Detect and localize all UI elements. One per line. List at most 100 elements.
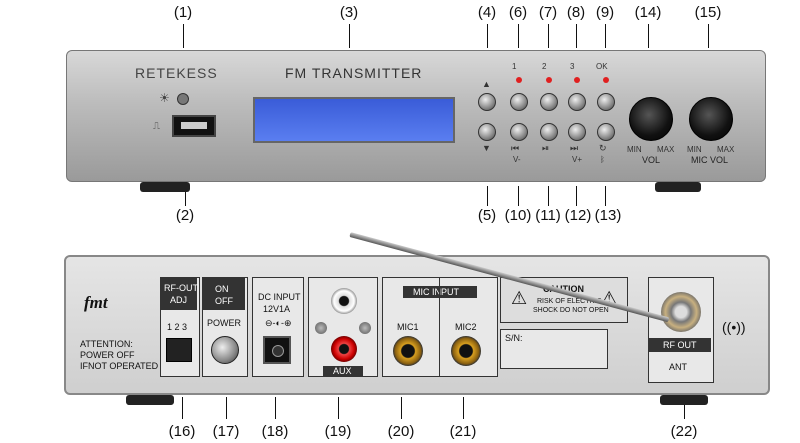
power-button[interactable] — [211, 336, 239, 364]
callout-1: (1) — [173, 4, 193, 21]
callout-12: (12) — [564, 207, 592, 224]
dc-input-label-1: DC INPUT — [258, 292, 301, 302]
volume-knob[interactable] — [629, 97, 673, 141]
mic-vol-label: MIC VOL — [691, 155, 729, 165]
attention-line-3: IFNOT OPERATED — [80, 361, 159, 371]
screw-icon — [315, 322, 327, 334]
antenna-connector[interactable] — [661, 292, 701, 332]
led-2 — [546, 77, 552, 83]
mic1-jack[interactable] — [393, 336, 423, 366]
sun-icon: ☀ — [159, 91, 170, 105]
mic1-label: MIC1 — [397, 322, 419, 332]
callout-22: (22) — [670, 423, 698, 440]
play-pause-icon: ⏯ — [542, 143, 550, 153]
led-label-1: 1 — [512, 62, 517, 71]
callout-7: (7) — [538, 4, 558, 21]
mode-button[interactable] — [597, 123, 615, 141]
caution-text-2: SHOCK DO NOT OPEN — [533, 307, 609, 314]
rf-out-adj-section: RF-OUT ADJ 1 2 3 — [160, 277, 200, 377]
bluetooth-icon: ᛒ — [600, 155, 605, 164]
mic-min-label: MIN — [687, 145, 702, 154]
ok-button[interactable] — [597, 93, 615, 111]
rear-panel: fmt ATTENTION: POWER OFF IFNOT OPERATED … — [64, 255, 770, 395]
aux-red-jack[interactable] — [331, 336, 357, 362]
down-arrow-icon: ▼ — [482, 143, 491, 153]
dc-polarity-icon: ⊖-◐-⊕ — [265, 318, 292, 328]
callout-11: (11) — [535, 207, 561, 224]
rf-selector-switch[interactable] — [166, 338, 192, 362]
led-1 — [516, 77, 522, 83]
callout-8: (8) — [566, 4, 586, 21]
rf-numbers: 1 2 3 — [167, 322, 188, 332]
caution-text-1: RISK OF ELECTRIC — [537, 298, 602, 305]
callout-9: (9) — [595, 4, 615, 21]
aux-white-jack[interactable] — [331, 288, 357, 314]
next-button[interactable] — [568, 123, 586, 141]
led-3 — [574, 77, 580, 83]
callout-15: (15) — [694, 4, 722, 21]
callout-18: (18) — [261, 423, 289, 440]
antenna-section: RF OUT ANT — [648, 277, 714, 383]
power-section: ON OFF POWER — [202, 277, 248, 377]
dc-input-label-2: 12V1A — [263, 304, 291, 314]
vol-max-label: MAX — [657, 145, 675, 154]
aux-section: AUX — [308, 277, 378, 377]
antenna-signal-icon: ((•)) — [722, 319, 746, 335]
power-label: POWER — [207, 318, 242, 328]
callout-20: (20) — [387, 423, 415, 440]
mic-input-section: MIC INPUT MIC1 MIC2 — [382, 277, 498, 377]
ant-label: ANT — [669, 362, 687, 372]
warning-icon: ⚠ — [511, 288, 528, 308]
callout-2: (2) — [175, 207, 195, 224]
mic-volume-knob[interactable] — [689, 97, 733, 141]
mic-max-label: MAX — [717, 145, 735, 154]
preset-1-button[interactable] — [510, 93, 528, 111]
vol-label: VOL — [642, 155, 661, 165]
mic-input-title: MIC INPUT — [413, 287, 459, 297]
front-title: FM TRANSMITTER — [285, 65, 423, 81]
led-label-2: 2 — [542, 62, 547, 71]
preset-3-button[interactable] — [568, 93, 586, 111]
up-button[interactable] — [478, 93, 496, 111]
rf-out-label: RF OUT — [663, 340, 697, 350]
label-v-minus: V- — [513, 155, 521, 164]
callout-13: (13) — [594, 207, 622, 224]
screw-icon — [359, 322, 371, 334]
led-ok — [603, 77, 609, 83]
callout-19: (19) — [324, 423, 352, 440]
vol-min-label: MIN — [627, 145, 642, 154]
lcd-display — [253, 97, 455, 143]
fmt-logo: fmt — [84, 293, 108, 312]
callout-10: (10) — [504, 207, 532, 224]
callout-14: (14) — [634, 4, 662, 21]
front-panel: RETEKESS FM TRANSMITTER ☀ ⎍ 1 2 3 OK ▲ ▼… — [66, 50, 766, 182]
callout-3: (3) — [339, 4, 359, 21]
callout-5: (5) — [477, 207, 497, 224]
repeat-icon: ↻ — [599, 143, 607, 153]
serial-number-area: S/N: — [500, 329, 608, 369]
dc-input-jack[interactable] — [263, 336, 291, 364]
attention-line-2: POWER OFF — [80, 350, 135, 360]
usb-port[interactable] — [172, 115, 216, 137]
callout-17: (17) — [212, 423, 240, 440]
prev-button[interactable] — [510, 123, 528, 141]
mic2-jack[interactable] — [451, 336, 481, 366]
down-button[interactable] — [478, 123, 496, 141]
callout-4: (4) — [477, 4, 497, 21]
callout-21: (21) — [449, 423, 477, 440]
preset-2-button[interactable] — [540, 93, 558, 111]
sn-label: S/N: — [505, 333, 523, 343]
caution-label: ⚠ ⚠ CAUTION RISK OF ELECTRIC SHOCK DO NO… — [500, 277, 628, 323]
power-on-label: ON — [215, 284, 229, 294]
led-label-3: 3 — [570, 62, 575, 71]
up-arrow-icon: ▲ — [482, 79, 491, 89]
dc-input-section: DC INPUT 12V1A ⊖-◐-⊕ — [252, 277, 304, 377]
rf-out-adj-label-2: ADJ — [170, 295, 188, 305]
play-pause-button[interactable] — [540, 123, 558, 141]
brand-logo: RETEKESS — [135, 65, 218, 81]
callout-16: (16) — [168, 423, 196, 440]
usb-icon: ⎍ — [153, 121, 160, 132]
rf-out-adj-label-1: RF-OUT — [164, 283, 198, 293]
mic2-label: MIC2 — [455, 322, 477, 332]
aux-label: AUX — [333, 366, 352, 376]
